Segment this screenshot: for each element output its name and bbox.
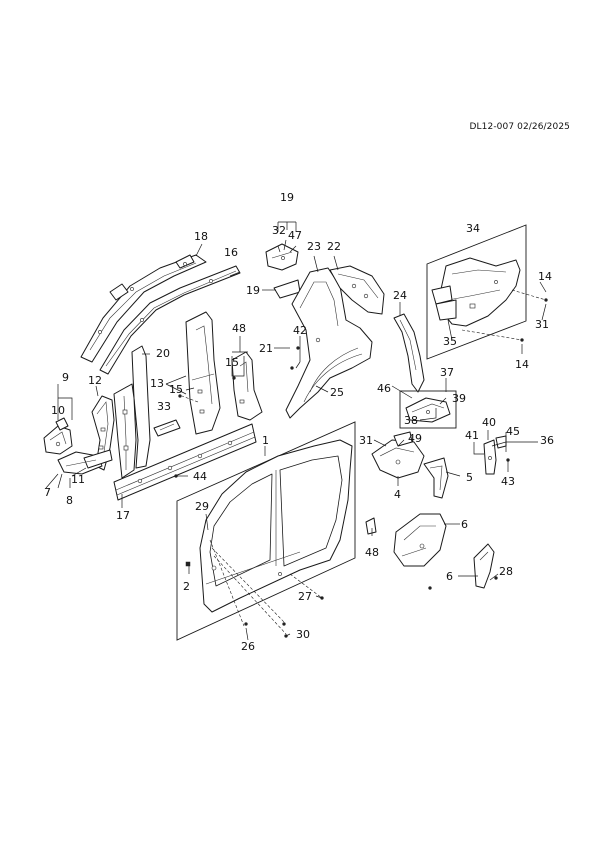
part-front-bracket (43, 417, 73, 455)
callout-30: 30 (296, 628, 310, 641)
part-top-roof-bracket (265, 243, 301, 299)
callout-20: 20 (156, 347, 170, 360)
part-rear-support (423, 457, 449, 499)
callout-9: 9 (62, 371, 69, 384)
part-center-pillar-inner (185, 311, 221, 435)
part-body-side-outer-panel (199, 439, 353, 613)
callout-12: 12 (88, 374, 102, 387)
callout-47: 47 (288, 229, 302, 242)
part-lower-front-brace (57, 449, 113, 475)
callout-39: 39 (452, 392, 466, 405)
callout-42: 42 (293, 324, 307, 337)
part-rear-bracket-assembly (405, 397, 451, 423)
callout-24: 24 (393, 289, 407, 302)
callout-5: 5 (466, 471, 473, 484)
callout-8: 8 (66, 494, 73, 507)
callout-32: 32 (272, 224, 286, 237)
callout-27: 27 (298, 590, 312, 603)
callout-34: 34 (466, 222, 480, 235)
callout-31-right: 31 (535, 318, 549, 331)
part-small-side-bracket (483, 435, 507, 475)
part-roof-rail-upper (80, 254, 207, 363)
callout-6-lower: 6 (446, 570, 453, 583)
callout-15-lower: 15 (169, 383, 183, 396)
callout-19-side: 19 (246, 284, 260, 297)
callout-21: 21 (259, 342, 273, 355)
callout-14-upper: 14 (538, 270, 552, 283)
callout-38: 38 (404, 414, 418, 427)
frame-bracket-37 (399, 390, 457, 429)
part-rear-corner-bracket (371, 431, 425, 479)
callout-28: 28 (499, 565, 513, 578)
callout-26: 26 (241, 640, 255, 653)
frame-rear-quarter-inner (426, 224, 527, 360)
callout-15-upper: 15 (225, 356, 239, 369)
part-c-pillar-rear-wheelhouse (285, 265, 385, 419)
callout-49: 49 (408, 432, 422, 445)
callout-18: 18 (194, 230, 208, 243)
callout-37: 37 (440, 366, 454, 379)
callout-16: 16 (224, 246, 238, 259)
callout-17: 17 (116, 509, 130, 522)
part-rear-quarter-inner (431, 257, 521, 327)
callout-13: 13 (150, 377, 164, 390)
callout-33: 33 (157, 400, 171, 413)
part-small-pad (365, 517, 377, 535)
part-b-pillar-reinforcement (113, 345, 151, 479)
part-wheel-arch-extension (393, 513, 447, 567)
part-lower-bracket (473, 543, 495, 589)
callout-48-lower: 48 (365, 546, 379, 559)
frame-body-side-panel (176, 421, 356, 641)
part-b-pillar-upper (231, 351, 263, 421)
callout-44: 44 (193, 470, 207, 483)
callout-1: 1 (262, 434, 269, 447)
callout-14-lower: 14 (515, 358, 529, 371)
leader-lines (45, 221, 547, 641)
callout-45: 45 (506, 425, 520, 438)
callout-2: 2 (183, 580, 190, 593)
callout-25: 25 (330, 386, 344, 399)
callout-35: 35 (443, 335, 457, 348)
callout-7: 7 (44, 486, 51, 499)
callout-31-mid: 31 (359, 434, 373, 447)
callout-43: 43 (501, 475, 515, 488)
part-rocker-sill (113, 423, 257, 501)
callout-46: 46 (377, 382, 391, 395)
fasteners (174, 298, 548, 638)
callout-4: 4 (394, 488, 401, 501)
callout-40: 40 (482, 416, 496, 429)
callout-22: 22 (327, 240, 341, 253)
callout-19-top: 19 (280, 191, 294, 204)
part-sill-clip (153, 419, 181, 437)
assembly-guide-lines (181, 289, 547, 635)
callout-36: 36 (540, 434, 554, 447)
callout-41: 41 (465, 429, 479, 442)
callout-labels: 1 2 4 5 6 6 7 8 9 10 11 12 13 14 14 15 1… (44, 191, 554, 653)
callout-11: 11 (71, 473, 85, 486)
callout-48-upper: 48 (232, 322, 246, 335)
callout-29: 29 (195, 500, 209, 513)
part-rear-gutter (393, 313, 425, 393)
part-roof-rail-inner (99, 265, 241, 375)
callout-23: 23 (307, 240, 321, 253)
diagram-code: DL12-007 02/26/2025 (469, 122, 570, 132)
callout-10: 10 (51, 404, 65, 417)
callout-6-upper: 6 (461, 518, 468, 531)
